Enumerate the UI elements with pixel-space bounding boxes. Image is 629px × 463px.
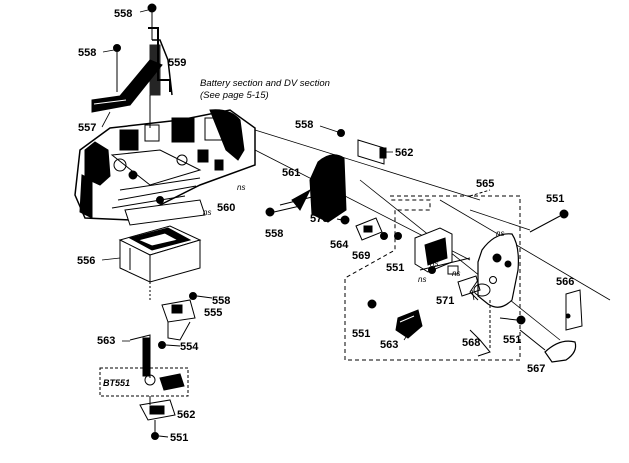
part-label-569: 569 [352, 250, 370, 262]
ns-mark: ns [496, 229, 504, 238]
part-label-561: 561 [282, 167, 300, 179]
part-label-563: 563 [380, 339, 398, 351]
part-label-567: 567 [527, 363, 545, 375]
part-label-554: 554 [180, 341, 199, 353]
part-label-564: 564 [330, 239, 349, 251]
ns-mark: ns [237, 183, 245, 192]
part-label-568: 568 [462, 337, 480, 349]
part-label-551: 551 [546, 193, 564, 205]
part-label-565: 565 [476, 178, 494, 190]
part-label-563: 563 [97, 335, 115, 347]
ns-mark: ns [430, 259, 438, 268]
label-leaders [101, 9, 475, 342]
note-battery-dv: Battery section and DV section [200, 78, 330, 89]
part-label-556: 556 [77, 255, 95, 267]
part-label-560: 560 [217, 202, 235, 214]
ns-mark: ns [418, 275, 426, 284]
part-label-558: 558 [212, 295, 230, 307]
part-labels: 558 558 559 557 558 562 561 560 565 551 … [77, 8, 574, 444]
right-assembly [265, 129, 583, 363]
part-label-558: 558 [114, 8, 132, 20]
note-see-page: (See page 5-15) [200, 90, 269, 101]
part-label-555: 555 [204, 307, 222, 319]
part-label-562: 562 [395, 147, 413, 159]
part-label-571: 571 [436, 295, 454, 307]
part-label-562: 562 [177, 409, 195, 421]
part-label-566: 566 [556, 276, 574, 288]
part-label-557: 557 [78, 122, 96, 134]
part-label-558: 558 [265, 228, 283, 240]
ns-mark: ns [452, 269, 460, 278]
part-label-551: 551 [386, 262, 404, 274]
callout-bt551: BT551 [103, 378, 130, 388]
part-label-559: 559 [168, 57, 186, 69]
part-label-558: 558 [295, 119, 313, 131]
part-label-570: 570 [310, 213, 328, 225]
part-label-551: 551 [170, 432, 188, 444]
left-assembly [74, 3, 256, 440]
part-label-551: 551 [352, 328, 370, 340]
ns-mark: ns [203, 208, 211, 217]
part-label-551: 551 [503, 334, 521, 346]
part-label-558: 558 [78, 47, 96, 59]
